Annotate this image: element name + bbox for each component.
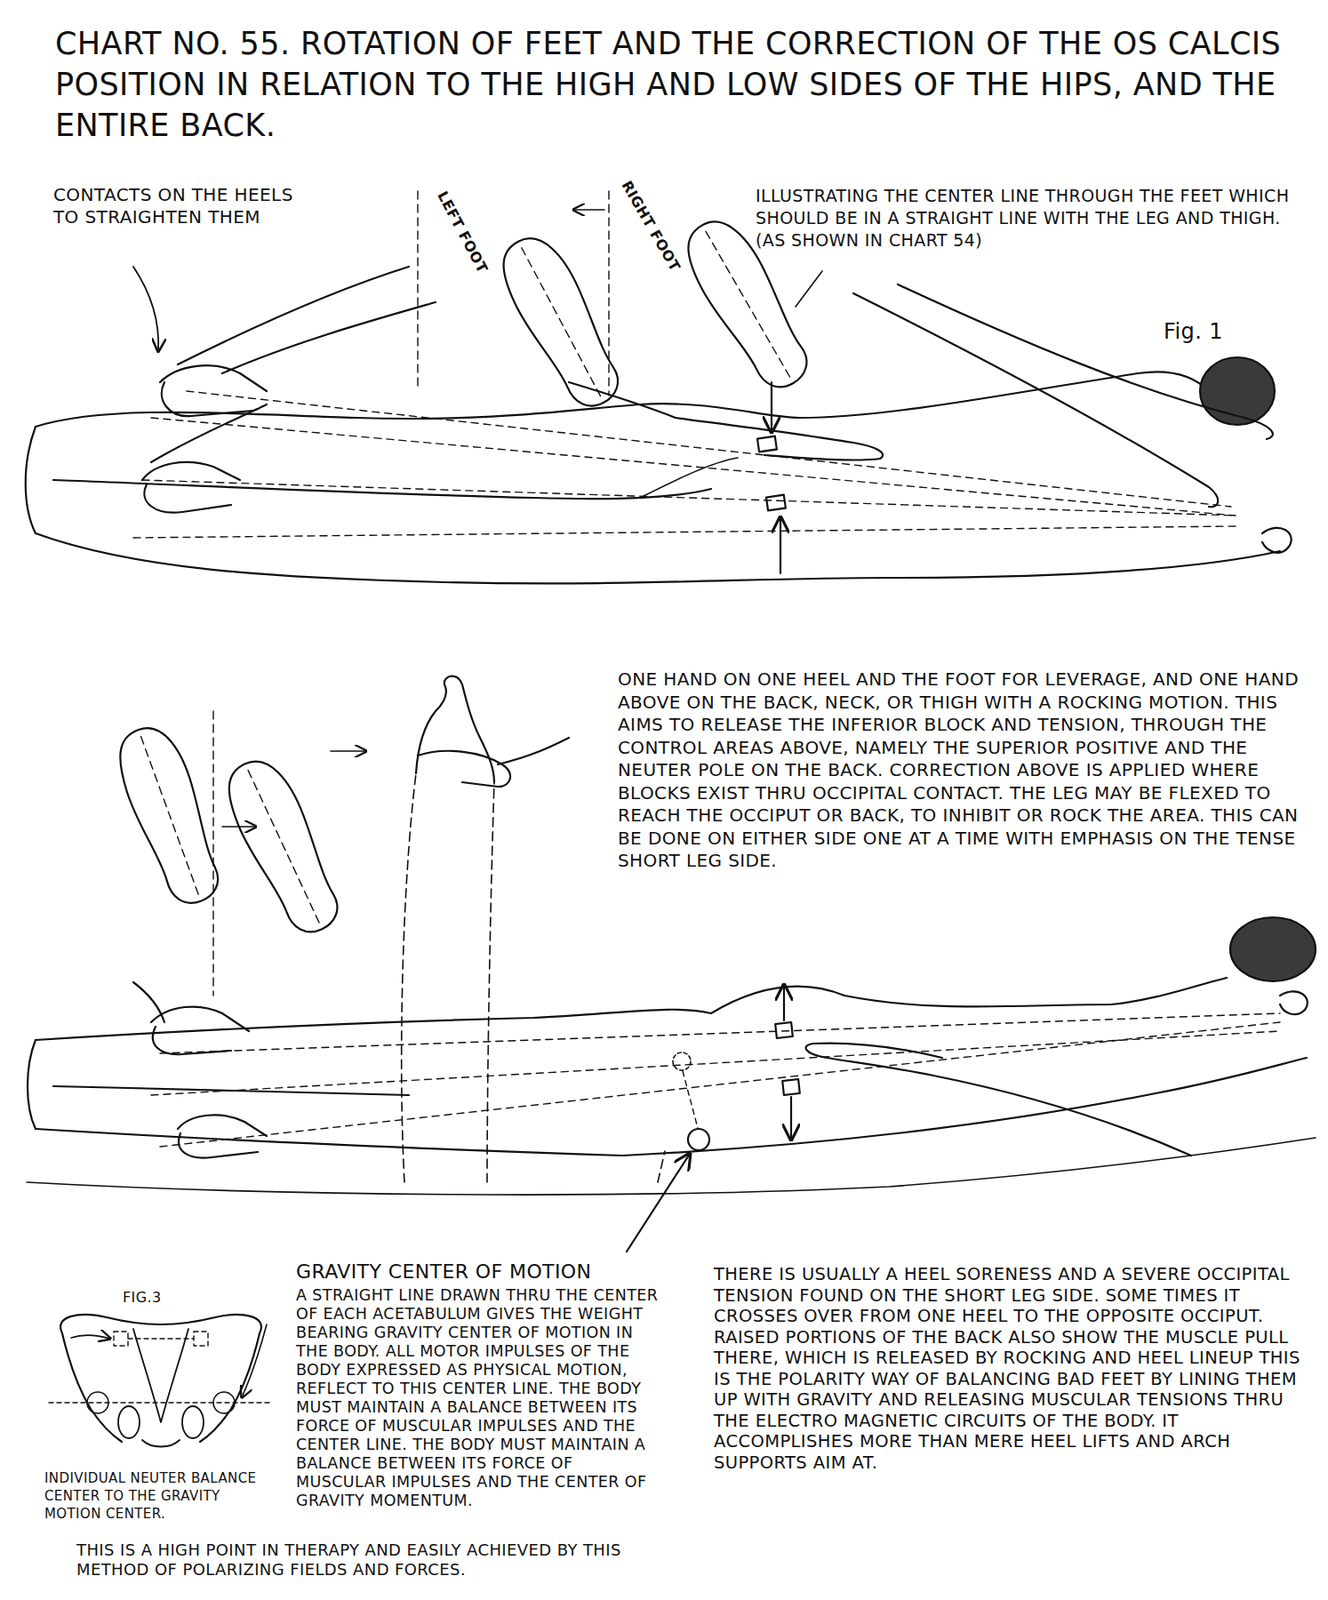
foot-label: LEFT FOOT	[432, 188, 491, 277]
figure-number: Fig. 1	[1163, 318, 1224, 345]
body-text: THERE IS USUALLY A HEEL SORENESS AND A S…	[713, 1264, 1305, 1473]
callout-note: ILLUSTRATING THE CENTER LINE THROUGH THE…	[755, 184, 1312, 252]
figure-caption: INDIVIDUAL NEUTER BALANCE CENTER TO THE …	[44, 1469, 276, 1523]
summary-note: THIS IS A HIGH POINT IN THERAPY AND EASI…	[76, 1540, 655, 1580]
body-text: A STRAIGHT LINE DRAWN THRU THE CENTER OF…	[296, 1286, 665, 1511]
chart-title: CHART NO. 55. ROTATION OF FEET AND THE C…	[55, 23, 1309, 146]
instruction-text: ONE HAND ON ONE HEEL AND THE FOOT FOR LE…	[617, 668, 1303, 873]
foot-label: RIGHT FOOT	[617, 177, 684, 275]
callout-note: CONTACTS ON THE HEELS TO STRAIGHTEN THEM	[53, 184, 294, 229]
section-heading: GRAVITY CENTER OF MOTION	[296, 1260, 592, 1284]
figure-number: FIG.3	[122, 1288, 162, 1307]
